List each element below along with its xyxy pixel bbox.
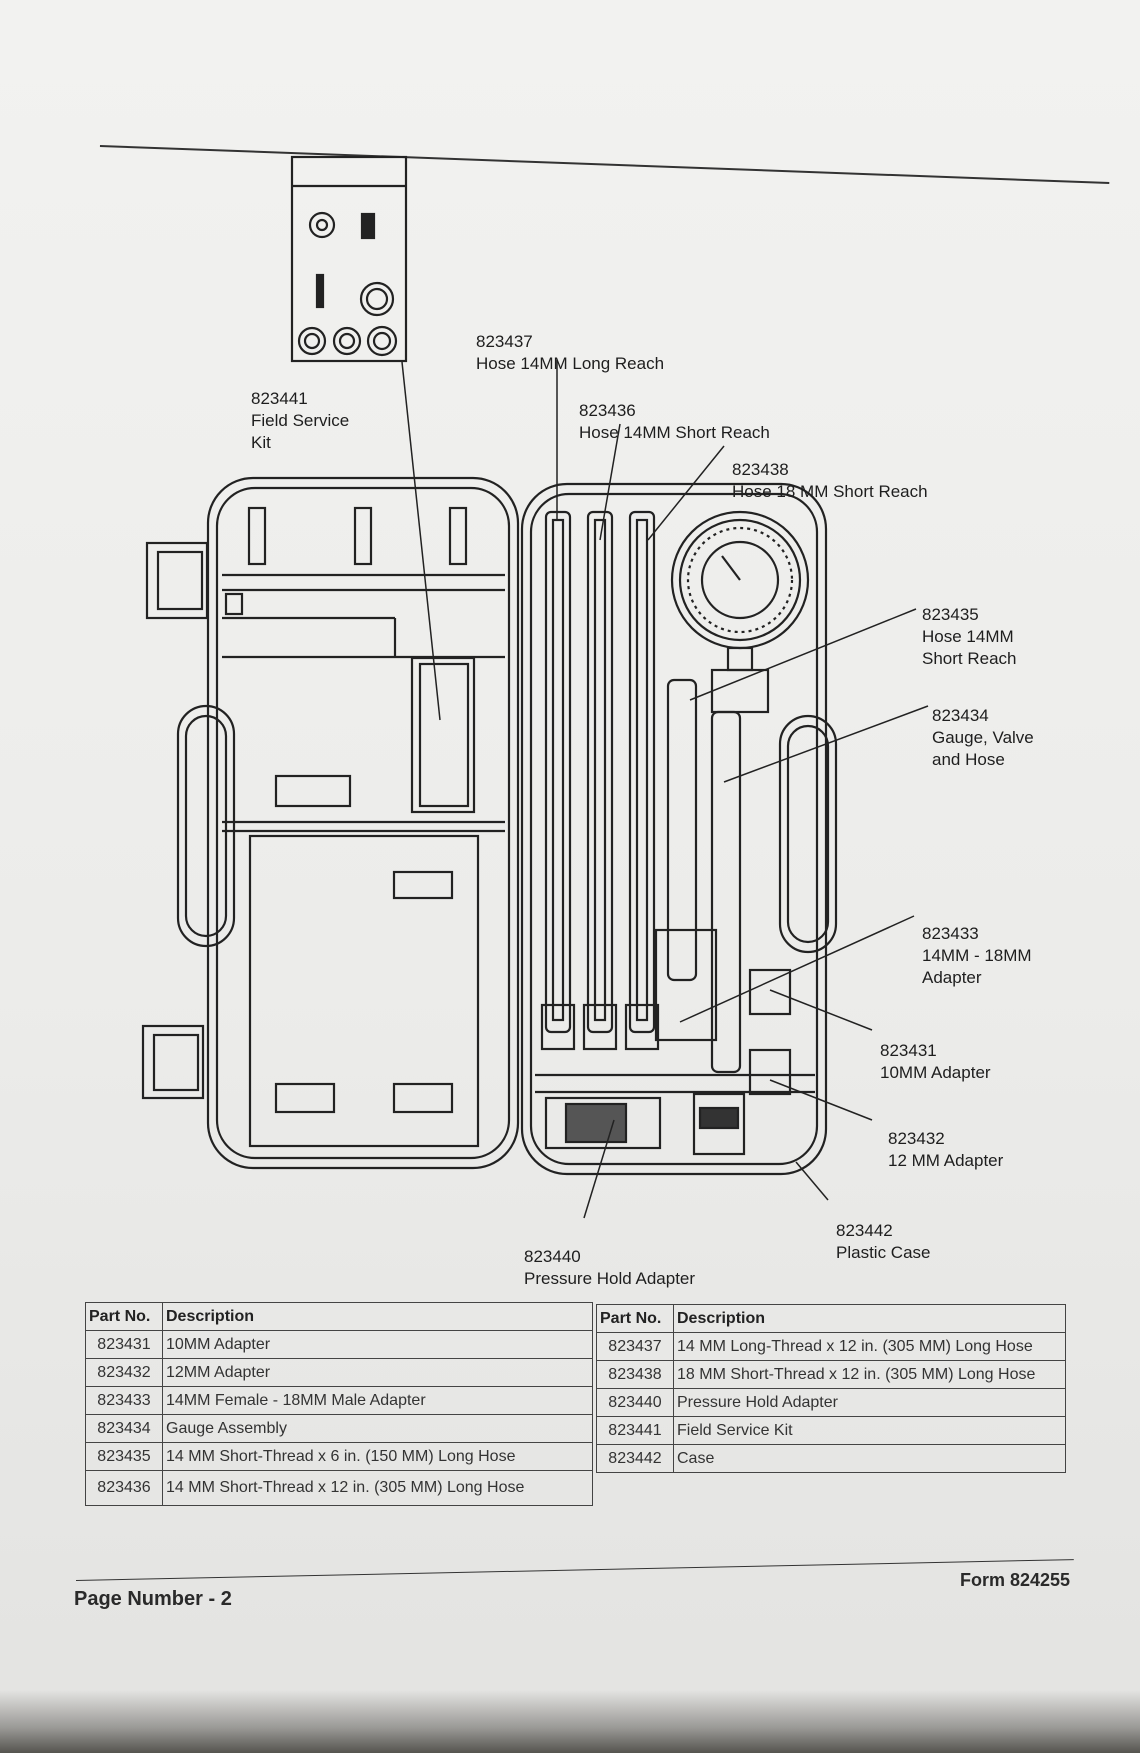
cell-description: 14 MM Short-Thread x 6 in. (150 MM) Long… (162, 1442, 593, 1471)
table-row: 823434 Gauge Assembly (85, 1414, 593, 1443)
case-right-half (520, 482, 838, 1176)
cell-description: Field Service Kit (673, 1416, 1066, 1445)
cell-part-no: 823440 (596, 1388, 674, 1417)
cell-part-no: 823438 (596, 1360, 674, 1389)
cell-part-no: 823437 (596, 1332, 674, 1361)
table-row: 823441 Field Service Kit (596, 1416, 1066, 1445)
table-row: 823433 14MM Female - 18MM Male Adapter (85, 1386, 593, 1415)
cell-description: 14 MM Short-Thread x 12 in. (305 MM) Lon… (162, 1470, 593, 1506)
parts-table-right: Part No. Description 823437 14 MM Long-T… (596, 1304, 1066, 1473)
table-row: 823436 14 MM Short-Thread x 12 in. (305 … (85, 1470, 593, 1506)
table-row: 823432 12MM Adapter (85, 1358, 593, 1387)
cell-description: 10MM Adapter (162, 1330, 593, 1359)
cell-part-no: 823436 (85, 1470, 163, 1506)
case-left-half (141, 476, 520, 1170)
cell-part-no: 823434 (85, 1414, 163, 1443)
header-part-no: Part No. (596, 1304, 674, 1333)
cell-description: 18 MM Short-Thread x 12 in. (305 MM) Lon… (673, 1360, 1066, 1389)
cell-description: Gauge Assembly (162, 1414, 593, 1443)
cell-part-no: 823433 (85, 1386, 163, 1415)
cell-description: Case (673, 1444, 1066, 1473)
table-row: 823440 Pressure Hold Adapter (596, 1388, 1066, 1417)
cell-description: 14MM Female - 18MM Male Adapter (162, 1386, 593, 1415)
cell-part-no: 823431 (85, 1330, 163, 1359)
cell-part-no: 823435 (85, 1442, 163, 1471)
cell-part-no: 823441 (596, 1416, 674, 1445)
form-number: Form 824255 (960, 1570, 1071, 1590)
cell-description: Pressure Hold Adapter (673, 1388, 1066, 1417)
field-service-kit-box (290, 155, 408, 363)
header-description: Description (673, 1304, 1066, 1333)
cell-description: 14 MM Long-Thread x 12 in. (305 MM) Long… (673, 1332, 1066, 1361)
cell-description: 12MM Adapter (162, 1358, 593, 1387)
parts-table-left: Part No. Description 823431 10MM Adapter… (85, 1302, 593, 1506)
header-part-no: Part No. (85, 1302, 163, 1331)
page-number: Page Number - 2 (74, 1588, 232, 1610)
table-row: 823431 10MM Adapter (85, 1330, 593, 1359)
cell-part-no: 823442 (596, 1444, 674, 1473)
table-row: 823435 14 MM Short-Thread x 6 in. (150 M… (85, 1442, 593, 1471)
leader-lines (401, 360, 929, 1219)
table-header-row: Part No. Description (85, 1302, 593, 1331)
table-row: 823438 18 MM Short-Thread x 12 in. (305 … (596, 1360, 1066, 1389)
page-shadow (0, 1690, 1140, 1753)
table-row: 823442 Case (596, 1444, 1066, 1473)
header-description: Description (162, 1302, 593, 1331)
table-row: 823437 14 MM Long-Thread x 12 in. (305 M… (596, 1332, 1066, 1361)
cell-part-no: 823432 (85, 1358, 163, 1387)
table-header-row: Part No. Description (596, 1304, 1066, 1333)
